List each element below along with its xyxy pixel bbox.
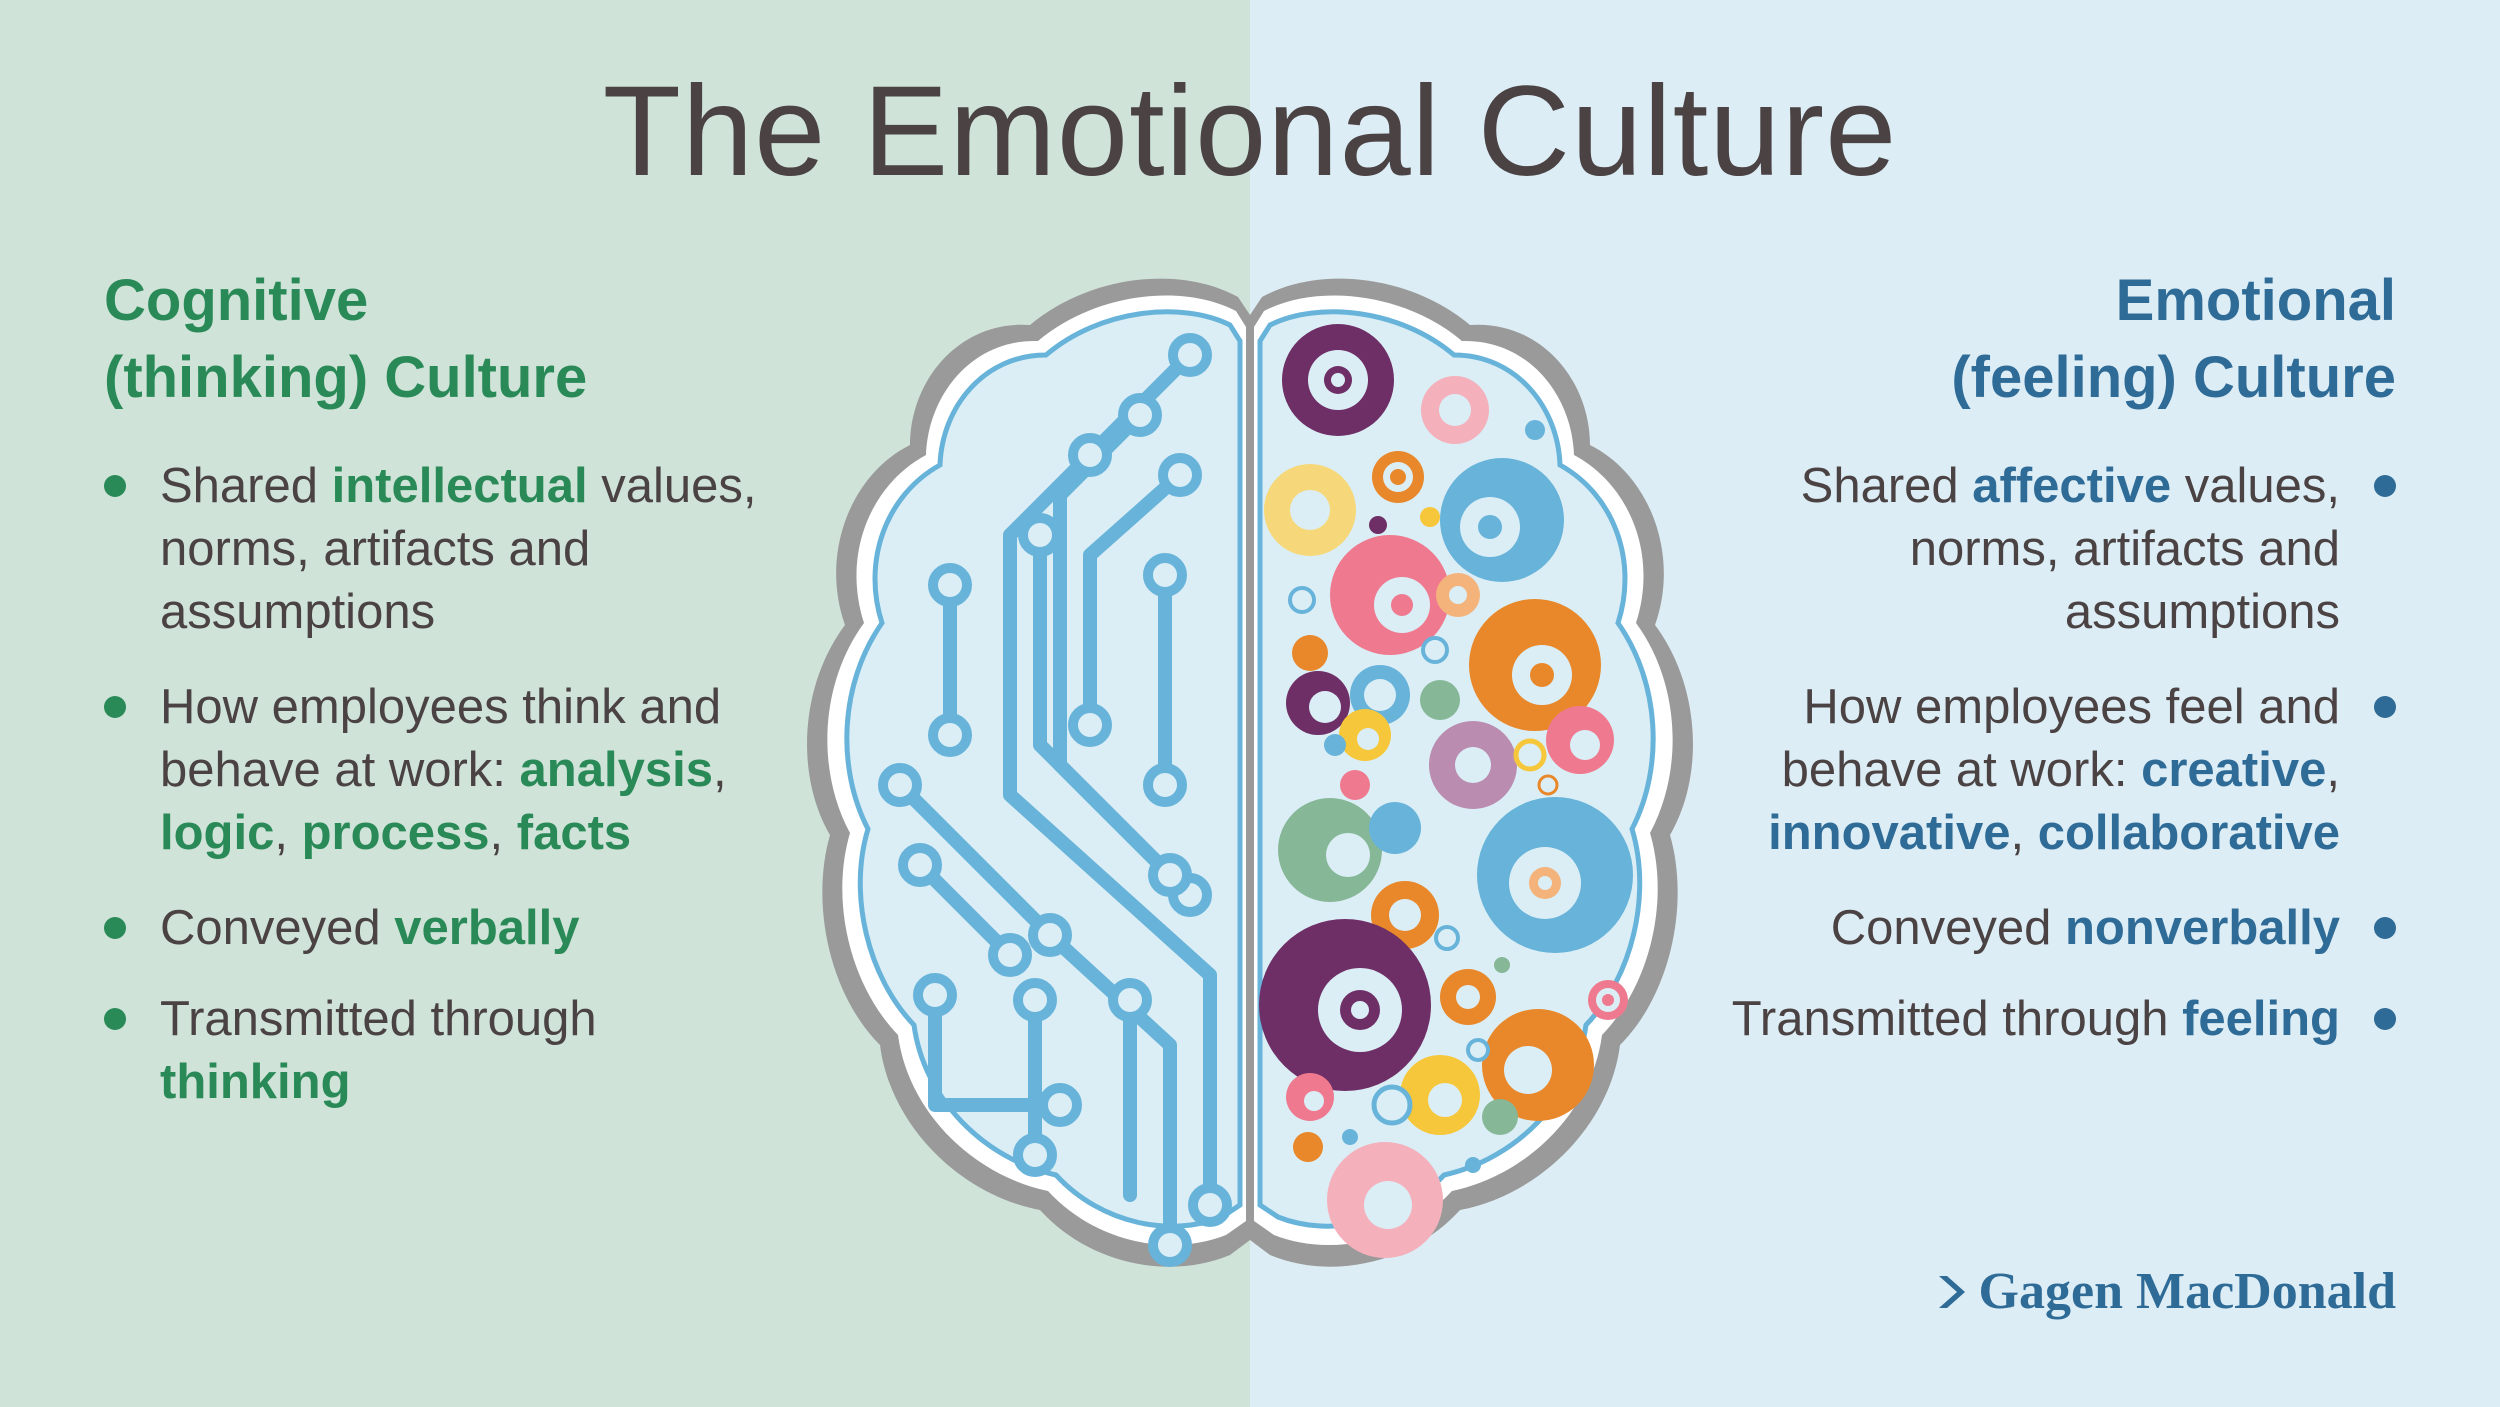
bullet-icon — [104, 1008, 126, 1030]
chevron-icon — [1938, 1275, 1965, 1308]
cognitive-heading-line2: (thinking) Culture — [104, 345, 588, 410]
emotional-heading-line2: (feeling) Culture — [1951, 345, 2396, 410]
circuit-nodes — [878, 333, 1232, 1267]
emotion-swirls — [1259, 324, 1633, 1258]
list-item: Shared intellectual values, norms, artif… — [104, 455, 784, 644]
bullet-icon — [104, 475, 126, 497]
bullet-icon — [2374, 696, 2396, 718]
cognitive-heading-line1: Cognitive — [104, 268, 369, 333]
list-item: Conveyed nonverbally — [1676, 897, 2396, 960]
gagen-macdonald-logo: Gagen MacDonald — [1935, 1262, 2396, 1321]
bullet-icon — [2374, 917, 2396, 939]
bullet-icon — [2374, 1008, 2396, 1030]
list-item: Conveyed verbally — [104, 897, 784, 960]
brain-illustration — [807, 278, 1693, 1267]
logo-text: Gagen MacDonald — [1978, 1263, 2396, 1320]
list-item: Transmitted through feeling — [1676, 988, 2396, 1051]
page-title: The Emotional Culture — [602, 60, 1898, 203]
cognitive-heading: Cognitive (thinking) Culture — [104, 262, 587, 416]
bullet-icon — [104, 696, 126, 718]
emotional-heading-line1: Emotional — [2115, 268, 2396, 333]
list-item: Transmitted through thinking — [104, 988, 784, 1114]
emotional-list: Shared affective values, norms, artifact… — [1676, 455, 2396, 1051]
cognitive-list: Shared intellectual values, norms, artif… — [104, 455, 784, 1114]
emotional-heading: Emotional (feeling) Culture — [1951, 262, 2396, 416]
list-item: How employees feel and behave at work: c… — [1676, 676, 2396, 865]
list-item: How employees think and behave at work: … — [104, 676, 784, 865]
list-item: Shared affective values, norms, artifact… — [1676, 455, 2396, 644]
bullet-icon — [2374, 475, 2396, 497]
bullet-icon — [104, 917, 126, 939]
